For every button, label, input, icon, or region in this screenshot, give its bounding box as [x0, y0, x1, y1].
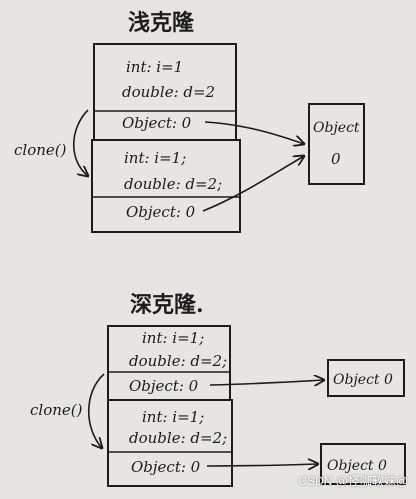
deep-object-1-label: Object 0 [333, 372, 393, 388]
shallow-original-double-field: double: d=2 [122, 83, 215, 101]
deep-copy-reference-arrow [206, 464, 318, 466]
shallow-object-label: Object [313, 120, 360, 136]
deep-object-box-2 [320, 443, 406, 485]
shallow-clone-section: 浅克隆 int: i=1 double: d=2 Object: 0 int: … [14, 10, 365, 233]
shallow-title: 浅克隆 [128, 10, 195, 36]
deep-original-double-field: double: d=2; [129, 352, 227, 370]
shallow-copy-object-field: Object: 0 [126, 203, 196, 221]
shallow-original-int-field: int: i=1 [126, 58, 183, 76]
deep-copy-double-field: double: d=2; [129, 429, 227, 447]
shallow-original-reference-arrow [204, 121, 304, 144]
deep-object-box-1 [327, 359, 405, 397]
deep-copy-int-field: int: i=1; [142, 408, 204, 426]
deep-original-int-field: int: i=1; [142, 329, 204, 347]
shallow-copy-box [91, 139, 241, 233]
shallow-object-value: 0 [331, 150, 341, 168]
shallow-copy-double-field: double: d=2; [124, 175, 222, 193]
deep-copy-box [107, 399, 233, 487]
shallow-copy-int-field: int: i=1; [124, 149, 186, 167]
deep-clone-section: 深克隆. int: i=1; double: d=2; Object: 0 in… [30, 292, 406, 487]
shallow-clone-arrow [72, 109, 88, 176]
shallow-copy-reference-arrow [202, 156, 304, 212]
deep-original-reference-arrow [209, 380, 324, 385]
shallow-shared-object-box [308, 103, 365, 185]
watermark-text: CSDN @怪咖软妹@ [298, 474, 408, 488]
deep-object-2-label: Object 0 [327, 458, 387, 474]
deep-copy-object-field: Object: 0 [131, 458, 201, 476]
shallow-original-object-field: Object: 0 [122, 114, 192, 132]
shallow-clone-label: clone() [14, 141, 67, 159]
deep-clone-label: clone() [30, 401, 83, 419]
deep-title: 深克隆. [130, 292, 204, 318]
deep-original-object-field: Object: 0 [129, 377, 199, 395]
deep-clone-arrow [87, 373, 105, 448]
